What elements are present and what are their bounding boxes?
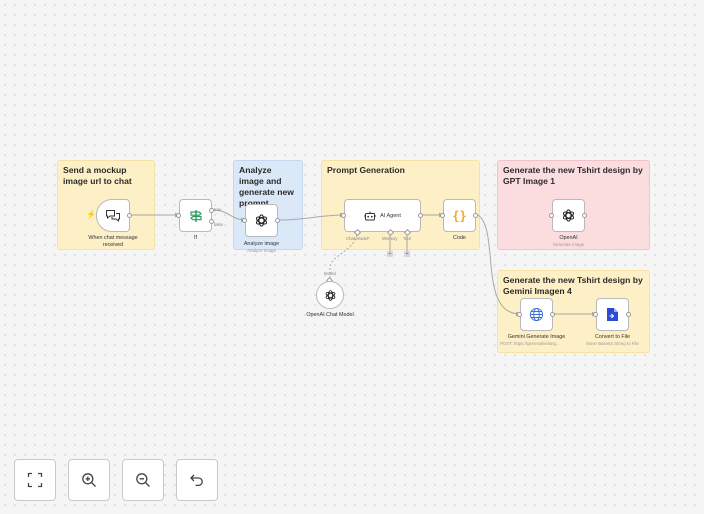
braces-icon: {} xyxy=(452,208,467,223)
openai-icon xyxy=(325,289,335,301)
sticky-send-mockup-text: Send a mockup image url to chat xyxy=(63,165,132,186)
add-memory-button[interactable]: + xyxy=(387,251,393,257)
analyze-output-handle[interactable] xyxy=(275,218,280,223)
openai-output-handle[interactable] xyxy=(582,213,587,218)
node-code[interactable]: {} xyxy=(443,199,476,232)
node-gemini-generate-label: Gemini Generate Image xyxy=(507,334,566,340)
node-gemini-generate[interactable] xyxy=(520,298,553,331)
node-chat-trigger[interactable] xyxy=(96,199,130,232)
node-openai[interactable] xyxy=(552,199,585,232)
zoom-in-button[interactable] xyxy=(68,459,110,501)
openai-input-handle[interactable] xyxy=(549,213,554,218)
agent-memory-label: Memory xyxy=(382,236,398,241)
chat-model-port-label: Model xyxy=(324,271,336,276)
node-analyze-image[interactable] xyxy=(245,204,278,237)
node-openai-chat-model[interactable] xyxy=(316,281,344,309)
undo-button[interactable] xyxy=(176,459,218,501)
file-icon xyxy=(607,308,618,321)
zoom-out-button[interactable] xyxy=(122,459,164,501)
agent-chat-model-label: Chat Model* xyxy=(346,236,370,241)
undo-icon xyxy=(190,474,203,487)
zoom-in-icon xyxy=(82,473,96,487)
openai-icon xyxy=(255,214,268,227)
sticky-send-mockup[interactable]: Send a mockup image url to chat xyxy=(57,160,155,250)
sticky-gpt-image-text: Generate the new Tshirt design by GPT Im… xyxy=(503,165,643,186)
node-code-label: Code xyxy=(453,235,466,241)
if-input-handle[interactable] xyxy=(176,213,181,218)
gemini-output-handle[interactable] xyxy=(550,312,555,317)
node-analyze-image-sub: Analyze image xyxy=(247,248,276,253)
if-false-handle[interactable] xyxy=(209,219,214,224)
wire-code-to-gemini xyxy=(477,214,521,315)
sticky-analyze-text: Analyze image and generate new prompt xyxy=(239,165,294,208)
sticky-gemini-text: Generate the new Tshirt design by Gemini… xyxy=(503,275,643,296)
node-openai-chat-model-label: OpenAI Chat Model xyxy=(306,312,354,318)
if-true-label: true xyxy=(214,207,222,212)
trigger-output-handle[interactable] xyxy=(127,213,132,218)
if-true-handle[interactable] xyxy=(209,208,214,213)
node-if-label: If xyxy=(194,235,197,241)
convert-output-handle[interactable] xyxy=(626,312,631,317)
globe-icon xyxy=(529,307,544,322)
node-convert-file-label: Convert to File xyxy=(594,334,631,340)
sticky-prompt-generation-text: Prompt Generation xyxy=(327,165,405,175)
node-gemini-generate-sub: POST: https://generativelang... xyxy=(500,341,560,346)
node-convert-file-sub: Move Base64 String to File xyxy=(586,341,639,346)
openai-icon xyxy=(562,209,575,222)
node-openai-label: OpenAI xyxy=(559,235,578,241)
robot-icon xyxy=(364,211,377,220)
wire-chatmodel-to-agent xyxy=(329,231,358,282)
node-convert-file[interactable] xyxy=(596,298,629,331)
agent-input-handle[interactable] xyxy=(341,213,346,218)
fit-view-button[interactable] xyxy=(14,459,56,501)
node-openai-sub: Generate image xyxy=(552,242,585,247)
node-analyze-image-label: Analyze image xyxy=(243,241,280,247)
wire-analyze-to-agent xyxy=(279,214,345,221)
agent-output-handle[interactable] xyxy=(418,213,423,218)
code-output-handle[interactable] xyxy=(473,213,478,218)
gemini-input-handle[interactable] xyxy=(517,312,522,317)
node-chat-trigger-label: When chat message received xyxy=(88,235,138,248)
trigger-bolt-icon: ⚡ xyxy=(86,210,96,219)
node-ai-agent-label: AI Agent xyxy=(380,212,401,219)
node-ai-agent[interactable]: AI Agent xyxy=(344,199,421,232)
fit-view-icon xyxy=(27,472,43,488)
convert-input-handle[interactable] xyxy=(593,312,598,317)
if-false-label: false xyxy=(214,222,224,227)
analyze-input-handle[interactable] xyxy=(242,218,247,223)
node-if[interactable] xyxy=(179,199,212,232)
code-input-handle[interactable] xyxy=(440,213,445,218)
agent-tool-label: Tool xyxy=(403,236,411,241)
zoom-out-icon xyxy=(136,473,150,487)
add-tool-button[interactable]: + xyxy=(404,251,410,257)
chat-icon xyxy=(106,209,120,222)
signpost-icon xyxy=(189,209,202,222)
